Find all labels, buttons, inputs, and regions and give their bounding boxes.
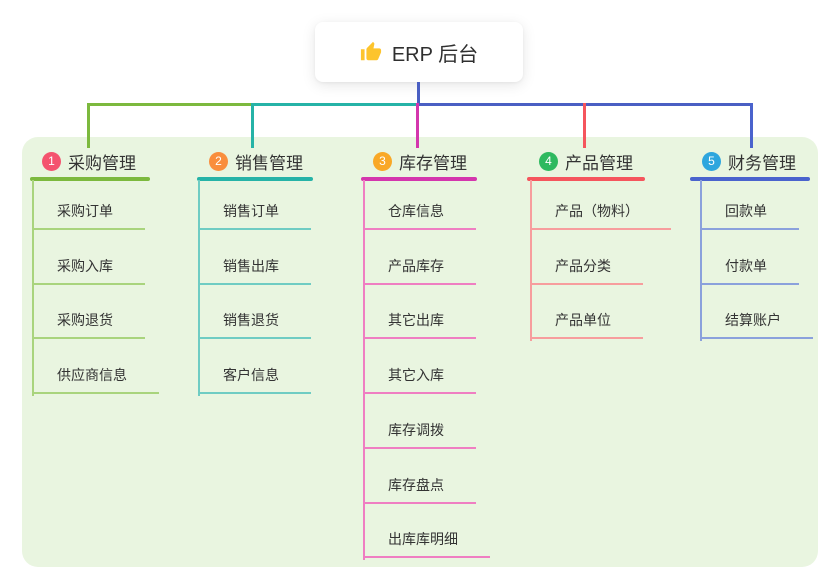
branch-5-number-badge: 5 — [702, 151, 721, 171]
child-label: 结算账户 — [725, 312, 781, 329]
branch-3-child-5[interactable]: 库存调拨 — [363, 420, 476, 449]
branch-3-child-4[interactable]: 其它入库 — [363, 365, 476, 395]
child-label: 采购入库 — [57, 257, 113, 274]
child-label: 销售订单 — [223, 203, 279, 219]
child-label: 供应商信息 — [57, 367, 127, 384]
child-label: 销售出库 — [223, 257, 279, 274]
branch-3-underline — [361, 177, 477, 181]
branch-1-underline — [30, 177, 150, 181]
branch-5-child-2[interactable]: 付款单 — [700, 256, 799, 285]
branch-4-drop-line — [583, 103, 586, 148]
branch-4-spine-line — [530, 180, 532, 342]
child-label: 其它入库 — [388, 367, 444, 384]
child-label: 产品（物料） — [555, 203, 639, 219]
branch-1-drop-line — [87, 103, 90, 148]
branch-3-child-6[interactable]: 库存盘点 — [363, 475, 476, 504]
branch-5-child-1[interactable]: 回款单 — [700, 201, 799, 230]
child-label: 库存调拨 — [388, 421, 444, 438]
child-label: 销售退货 — [223, 312, 279, 329]
branch-3-spine-line — [363, 180, 365, 561]
branch-3-header[interactable]: 3 库存管理 — [373, 150, 467, 173]
branch-2-spine-line — [198, 180, 200, 397]
child-label: 库存盘点 — [388, 476, 444, 493]
branch-4-header[interactable]: 4 产品管理 — [539, 150, 633, 173]
branch-4-underline — [527, 177, 645, 181]
bus-segment-2 — [252, 103, 418, 106]
root-label: ERP 后台 — [391, 43, 479, 66]
root-connector-line — [417, 82, 420, 106]
branch-4-child-2[interactable]: 产品分类 — [530, 256, 643, 285]
branch-3-child-1[interactable]: 仓库信息 — [363, 201, 476, 230]
branch-5-spine-line — [700, 180, 702, 342]
branch-1-child-2[interactable]: 采购入库 — [32, 256, 145, 285]
branch-4-child-3[interactable]: 产品单位 — [530, 310, 643, 340]
branch-2-header[interactable]: 2 销售管理 — [209, 150, 303, 173]
branch-3-number-badge: 3 — [373, 151, 392, 171]
child-label: 其它出库 — [388, 312, 444, 329]
branch-1-child-3[interactable]: 采购退货 — [32, 310, 145, 340]
branch-3-child-3[interactable]: 其它出库 — [363, 310, 476, 340]
branch-1-header[interactable]: 1 采购管理 — [42, 150, 136, 173]
branch-1-spine-line — [32, 180, 34, 397]
child-label: 出库库明细 — [388, 531, 458, 548]
child-label: 产品库存 — [388, 257, 444, 274]
branch-2-underline — [197, 177, 313, 181]
branch-2-number-badge: 2 — [209, 151, 228, 171]
child-label: 采购订单 — [57, 203, 113, 219]
branch-5-title: 财务管理 — [728, 153, 796, 173]
branch-4-number-badge: 4 — [539, 151, 558, 171]
branch-3-title: 库存管理 — [399, 153, 467, 173]
branch-2-drop-line — [251, 103, 254, 148]
branch-5-child-3[interactable]: 结算账户 — [700, 310, 813, 340]
child-label: 回款单 — [725, 203, 767, 219]
child-label: 产品单位 — [555, 312, 611, 329]
branch-1-child-4[interactable]: 供应商信息 — [32, 365, 159, 395]
branch-4-title: 产品管理 — [565, 153, 633, 173]
branch-2-child-4[interactable]: 客户信息 — [198, 365, 311, 395]
child-label: 产品分类 — [555, 257, 611, 274]
branches-panel — [22, 137, 818, 567]
child-label: 仓库信息 — [388, 203, 444, 219]
branch-1-child-1[interactable]: 采购订单 — [32, 201, 145, 230]
branch-5-drop-line — [750, 103, 753, 148]
branch-5-header[interactable]: 5 财务管理 — [702, 150, 796, 173]
branch-2-child-3[interactable]: 销售退货 — [198, 310, 311, 340]
branch-2-title: 销售管理 — [235, 153, 303, 173]
child-label: 付款单 — [725, 257, 767, 274]
child-label: 客户信息 — [223, 367, 279, 384]
branch-2-child-1[interactable]: 销售订单 — [198, 201, 311, 230]
bus-segment-1 — [87, 103, 253, 106]
thumbs-up-icon — [360, 41, 382, 63]
branch-3-drop-line — [416, 103, 419, 148]
root-node[interactable]: ERP 后台 — [315, 22, 523, 82]
branch-3-child-2[interactable]: 产品库存 — [363, 256, 476, 285]
branch-1-number-badge: 1 — [42, 151, 61, 171]
child-label: 采购退货 — [57, 312, 113, 329]
branch-3-child-7[interactable]: 出库库明细 — [363, 529, 490, 559]
branch-4-child-1[interactable]: 产品（物料） — [530, 201, 671, 230]
branch-2-child-2[interactable]: 销售出库 — [198, 256, 311, 285]
branch-1-title: 采购管理 — [68, 153, 136, 173]
branch-5-underline — [690, 177, 810, 181]
